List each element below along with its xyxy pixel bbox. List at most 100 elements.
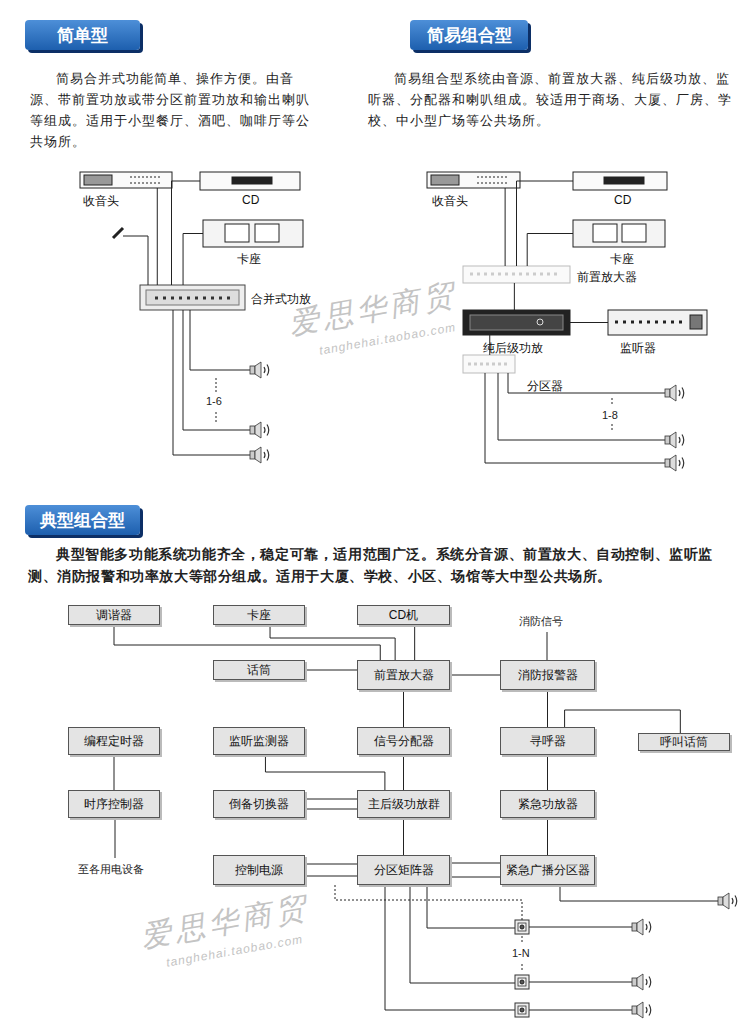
paragraph: 典型智能多功能系统功能齐全，稳定可靠，适用范围广泛。系统分音源、前置放大、自动控… bbox=[28, 543, 740, 587]
drawing-stroke bbox=[515, 1003, 529, 1017]
node-label: 编程定时器 bbox=[84, 733, 144, 750]
connector bbox=[527, 234, 573, 267]
drawing-stroke bbox=[470, 315, 563, 330]
drawing-stroke bbox=[200, 172, 300, 190]
drawing-stroke bbox=[573, 172, 667, 190]
drawing-stroke bbox=[665, 455, 684, 471]
node-label: 呼叫话筒 bbox=[660, 734, 708, 751]
drawing-stroke bbox=[84, 175, 112, 185]
process-box: 调谐器 bbox=[68, 605, 160, 625]
drawing-stroke bbox=[250, 447, 269, 463]
drawing-stroke bbox=[632, 974, 651, 990]
drawing-stroke bbox=[335, 885, 522, 920]
drawing-stroke bbox=[718, 893, 737, 909]
node-label: 信号分配器 bbox=[374, 733, 434, 750]
drawing-stroke bbox=[490, 1010, 515, 1011]
connector bbox=[305, 670, 357, 671]
connector bbox=[505, 188, 506, 266]
process-box: CD机 bbox=[357, 605, 450, 625]
drawing-stroke bbox=[515, 920, 529, 934]
connector bbox=[450, 675, 500, 676]
section-badge: 典型组合型 bbox=[25, 505, 140, 535]
node-label: 卡座 bbox=[237, 251, 261, 268]
drawing-stroke bbox=[80, 172, 172, 188]
paragraph: 简易组合型系统由音源、前置放大器、纯后级功放、监听器、分配器和喇叭组成。较适用于… bbox=[368, 68, 733, 131]
node-label: 调谐器 bbox=[96, 607, 132, 624]
drawing-stroke bbox=[250, 362, 269, 378]
drawing-stroke bbox=[690, 315, 702, 329]
device-icon: 卡座 bbox=[203, 220, 303, 247]
device-icon: 卡座 bbox=[573, 220, 665, 247]
device-icon: CD bbox=[573, 172, 667, 190]
node-label: 卡座 bbox=[247, 607, 271, 624]
drawing-stroke bbox=[115, 818, 116, 858]
node-label: 收音头 bbox=[432, 193, 468, 210]
process-box: 消防报警器 bbox=[500, 660, 595, 690]
node-label: 简易组合型 bbox=[427, 24, 512, 47]
count: 1-6 bbox=[206, 394, 222, 408]
drawing-stroke bbox=[632, 1002, 651, 1018]
note: 至各用电设备 bbox=[78, 862, 144, 876]
node-label: CD机 bbox=[389, 607, 418, 624]
drawing-stroke bbox=[155, 297, 230, 300]
drawing-stroke bbox=[665, 385, 684, 401]
drawing-stroke bbox=[632, 919, 651, 935]
drawing-stroke bbox=[146, 290, 239, 305]
node-label: 监听器 bbox=[620, 340, 656, 357]
node-label: 分区矩阵器 bbox=[374, 862, 434, 879]
node-label: CD bbox=[614, 193, 631, 207]
process-box: 控制电源 bbox=[213, 855, 305, 885]
drawing-stroke bbox=[431, 175, 459, 185]
drawing-stroke bbox=[485, 373, 665, 463]
connector bbox=[403, 690, 404, 727]
node-label: 寻呼器 bbox=[530, 733, 566, 750]
connector bbox=[265, 755, 384, 790]
node-label: 简单型 bbox=[57, 24, 108, 47]
count: 1-N bbox=[512, 946, 530, 960]
device-icon: 监听器 bbox=[608, 310, 707, 335]
connector bbox=[403, 818, 404, 855]
drawing-stroke bbox=[232, 177, 272, 184]
drawing-stroke bbox=[573, 220, 665, 247]
drawing-stroke bbox=[140, 285, 245, 310]
node-label: CD bbox=[242, 193, 259, 207]
node-label: 话筒 bbox=[247, 662, 271, 679]
device-icon: 合并式功放 bbox=[140, 285, 245, 310]
drawing-stroke bbox=[463, 266, 570, 283]
node-label: 典型组合型 bbox=[40, 509, 125, 532]
device-icon: 纯后级功放 bbox=[463, 310, 570, 335]
node-label: 紧急功放器 bbox=[518, 796, 578, 813]
node-label: 时序控制器 bbox=[84, 796, 144, 813]
section-badge: 简单型 bbox=[25, 20, 140, 50]
node-label: 纯后级功放 bbox=[483, 340, 543, 357]
process-box: 时序控制器 bbox=[68, 790, 160, 818]
node-label: 消防报警器 bbox=[518, 667, 578, 684]
connector bbox=[450, 863, 500, 877]
node-label: 卡座 bbox=[610, 251, 634, 268]
process-box: 监听监测器 bbox=[213, 727, 305, 755]
connector bbox=[547, 690, 548, 727]
drawing-stroke bbox=[225, 224, 249, 242]
connector bbox=[514, 283, 515, 310]
process-box: 紧急功放器 bbox=[500, 790, 595, 818]
device-icon: 收音头 bbox=[80, 172, 172, 188]
node-label: 收音头 bbox=[83, 193, 119, 210]
process-box: 紧急广播分区器 bbox=[500, 855, 595, 885]
device-icon: 分区器 bbox=[463, 355, 515, 373]
device-icon: 前置放大器 bbox=[463, 266, 570, 283]
process-box: 前置放大器 bbox=[357, 660, 450, 690]
connector bbox=[414, 625, 415, 660]
node-label: 紧急广播分区器 bbox=[506, 862, 590, 879]
drawing-stroke bbox=[515, 975, 529, 989]
drawing-stroke bbox=[665, 432, 684, 448]
process-box: 倒备切换器 bbox=[213, 790, 305, 818]
drawing-stroke bbox=[250, 422, 269, 438]
process-box: 话筒 bbox=[213, 660, 305, 680]
node-label: 控制电源 bbox=[235, 862, 283, 879]
connector bbox=[305, 799, 357, 809]
connector bbox=[114, 625, 380, 660]
drawing-stroke bbox=[427, 172, 520, 188]
section-badge: 简易组合型 bbox=[410, 20, 528, 50]
drawing-stroke bbox=[173, 310, 250, 455]
